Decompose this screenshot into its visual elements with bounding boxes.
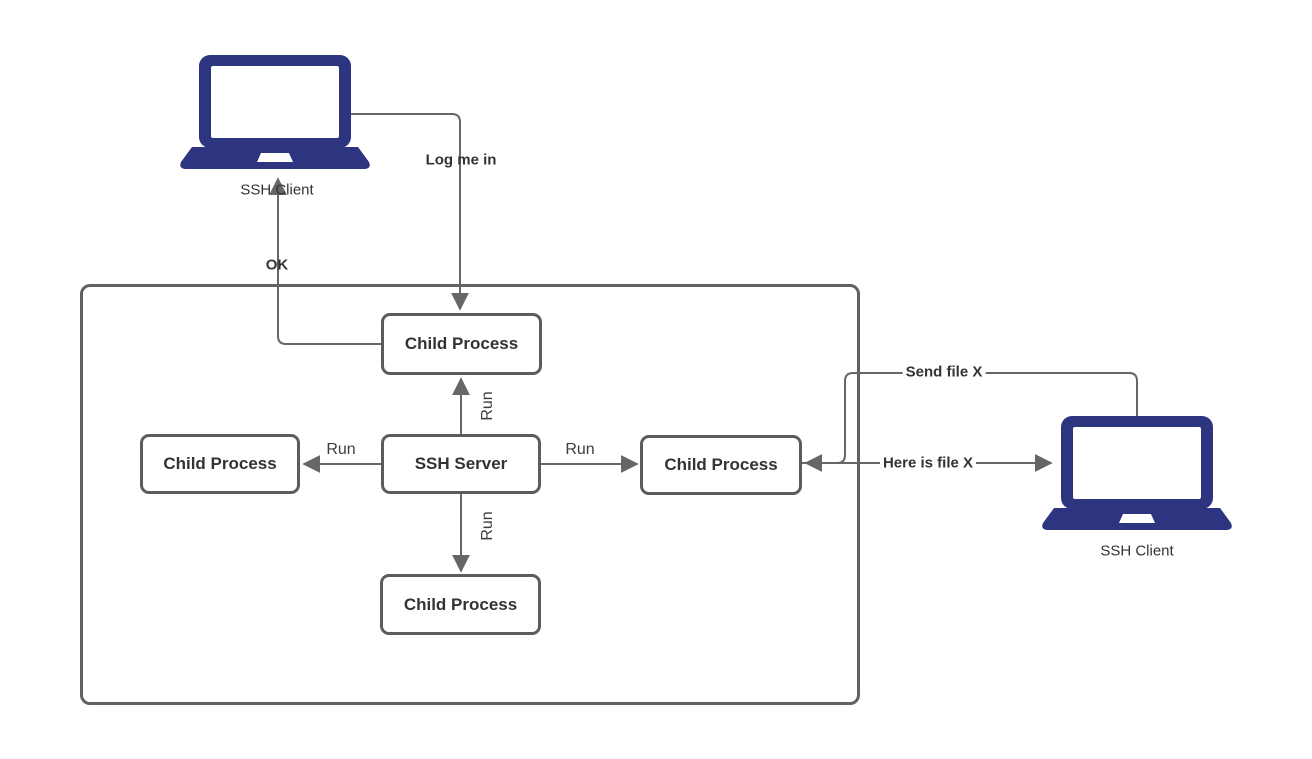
server-boundary-box [80,284,860,705]
ssh-client-top-label: SSH Client [240,181,314,199]
laptop-icon [180,55,370,169]
edge-label-send-file-x: Send file X [902,363,986,381]
laptop-icon [1042,416,1232,530]
node-child-process-left: Child Process [140,434,300,494]
edge-label-run-left: Run [326,441,356,458]
node-label: SSH Server [414,454,508,473]
edge-label-log-me-in: Log me in [425,151,497,169]
node-child-process-right: Child Process [640,435,802,495]
node-label: Child Process [403,594,518,614]
node-ssh-server: SSH Server [381,434,541,494]
edge-label-run-down: Run [479,511,496,541]
edge-send-file-x [804,372,1138,472]
edge-log-me-in [351,113,469,311]
edge-label-run-right: Run [565,441,595,458]
node-child-process-bottom: Child Process [380,574,541,635]
node-label: Child Process [163,454,277,473]
node-label: Child Process [404,334,519,353]
ssh-client-right-label: SSH Client [1100,542,1174,560]
edge-label-here-is-file-x: Here is file X [879,454,977,472]
edge-label-run-up: Run [479,391,496,421]
node-label: Child Process [664,455,778,474]
edge-label-ok: OK [265,256,289,274]
edge-ok [269,177,381,345]
node-child-process-top: Child Process [381,313,542,375]
